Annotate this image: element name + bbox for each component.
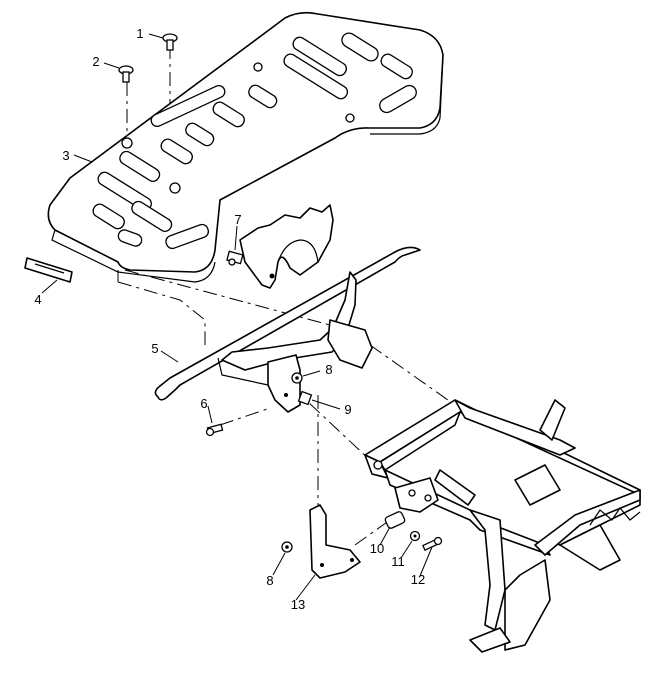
nut-8-upper [291, 372, 303, 384]
rack-bolt-2 [118, 65, 134, 83]
callout-6: 6 [200, 396, 207, 411]
bolt-12 [422, 536, 443, 551]
callout-labels: 1 2 3 4 5 6 7 8 9 8 10 11 12 13 [34, 26, 425, 612]
fender-bracket [226, 204, 334, 289]
rack-bolt-1 [162, 33, 178, 51]
atv-frame [364, 399, 641, 653]
callout-5: 5 [151, 341, 158, 356]
support-rod [154, 246, 421, 401]
spacer-10 [384, 511, 406, 529]
callout-1: 1 [136, 26, 143, 41]
rack-support-bracket [217, 271, 373, 413]
callout-8-upper: 8 [325, 362, 332, 377]
rear-rack [47, 11, 444, 283]
callout-8-lower: 8 [266, 573, 273, 588]
callout-12: 12 [411, 572, 425, 587]
callout-13: 13 [291, 597, 305, 612]
lower-bracket [309, 504, 361, 579]
callout-11: 11 [391, 554, 405, 569]
callout-3: 3 [62, 148, 69, 163]
callout-10: 10 [370, 541, 384, 556]
callout-7: 7 [234, 212, 241, 227]
callout-9: 9 [344, 402, 351, 417]
washer-11 [409, 530, 421, 542]
nut-8-lower [281, 541, 293, 553]
callout-2: 2 [92, 54, 99, 69]
leader-lines [41, 33, 433, 601]
callout-4: 4 [34, 292, 41, 307]
reflector [24, 257, 73, 283]
bolt-6 [205, 423, 224, 437]
nut-9 [297, 390, 313, 406]
